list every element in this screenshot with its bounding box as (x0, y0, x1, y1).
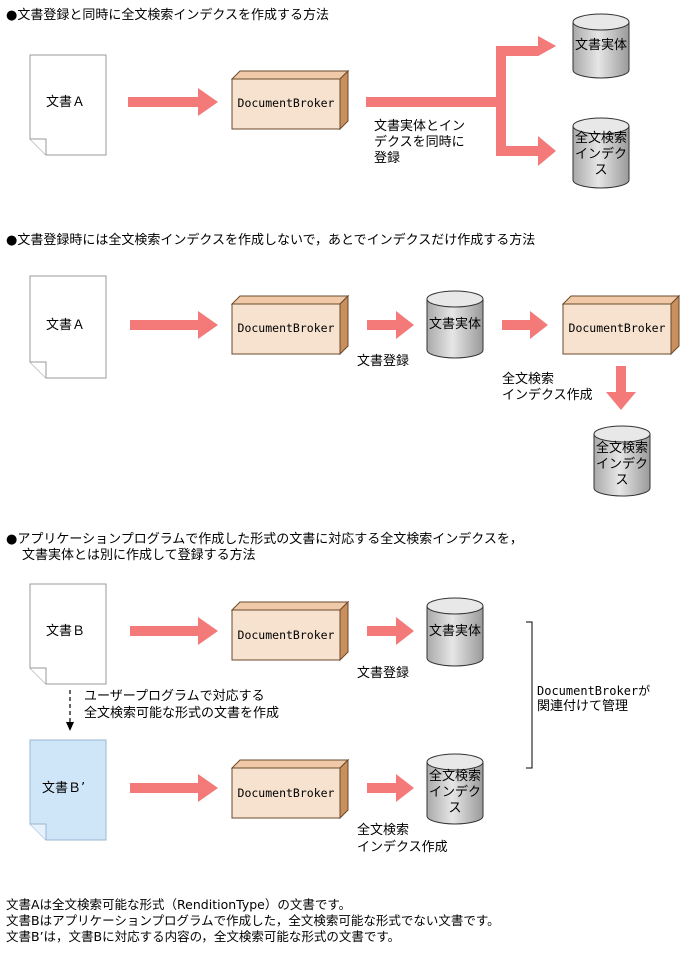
arrow-broker-to-db-3 (367, 617, 414, 645)
document-broker-box-2 (230, 294, 350, 356)
register-note-line3: 登録 (374, 151, 401, 166)
footnote-line3: 文書B’は，文書Bに対応する内容の，全文検索可能な形式の文書です。 (6, 929, 401, 944)
document-broker-label: DocumentBroker (237, 96, 335, 110)
db-index-label-2-line2: インデク (595, 457, 648, 472)
document-broker-label-5: DocumentBroker (237, 786, 335, 800)
register-note-line1: 文書実体とイン (374, 119, 466, 134)
branch-arrow (366, 36, 556, 166)
document-broker-box (230, 69, 350, 131)
db-entity-cylinder (572, 13, 630, 79)
db-index-cylinder-2 (593, 425, 651, 497)
document-a-icon (29, 54, 107, 156)
arrow-broker-to-db-2 (367, 311, 414, 339)
section3-heading-line1: ●アプリケーションプログラムで作成した形式の文書に対応する全文検索インデクスを， (6, 532, 523, 547)
document-broker-box-3 (561, 294, 681, 356)
db-index-label-line3: ス (594, 163, 608, 178)
db-index-cylinder (572, 117, 630, 189)
arrow-docb-to-broker (130, 617, 218, 645)
arrow-doc-to-broker (128, 88, 218, 116)
dashed-arrow-docb-to-docb2 (66, 690, 74, 731)
document-broker-label-4: DocumentBroker (237, 628, 335, 642)
db-index-label-3-line1: 全文検索 (428, 769, 481, 784)
db-index-label-3-line2: インデク (428, 785, 481, 800)
document-broker-label-2: DocumentBroker (237, 321, 335, 335)
register-label-3: 文書登録 (357, 666, 410, 681)
user-program-note-line1: ユーザープログラムで対応する (84, 689, 265, 704)
footnotes: 文書Aは全文検索可能な形式（RenditionType）の文書です。 文書Bはア… (6, 897, 500, 945)
arrow-docb2-to-broker (130, 774, 218, 802)
section2-heading: ●文書登録時には全文検索インデクスを作成しないで，あとでインデクスだけ作成する方… (6, 233, 536, 248)
create-note-line1: 全文検索 (502, 372, 555, 387)
bracket-note-line1: DocumentBrokerが (537, 684, 651, 698)
footnote-line2: 文書Bはアプリケーションプログラムで作成した，全文検索可能な形式でない文書です。 (6, 913, 500, 928)
document-a-icon-2 (29, 275, 107, 379)
document-broker-box-4 (230, 600, 350, 662)
db-index-label-2-line1: 全文検索 (595, 441, 648, 456)
bracket (526, 621, 533, 769)
arrow-broker-down-2 (606, 366, 636, 410)
db-index-label-line1: 全文検索 (574, 131, 627, 146)
db-index-label-2-line3: ス (615, 473, 629, 488)
create-note-line2: インデクス作成 (502, 388, 593, 403)
db-entity-cylinder-3 (426, 597, 484, 667)
create-note-3-line2: インデクス作成 (357, 840, 448, 855)
db-entity-label: 文書実体 (574, 38, 627, 53)
arrow-doc-to-broker-2 (130, 311, 218, 339)
document-broker-label-3: DocumentBroker (568, 321, 666, 335)
section1-heading: ●文書登録と同時に全文検索インデクスを作成する方法 (6, 8, 329, 23)
arrow-broker-to-db-4 (367, 774, 414, 802)
register-note-line2: デクスを同時に (374, 135, 465, 150)
document-b-prime-label: 文書Ｂ’ (42, 781, 86, 796)
db-entity-label-3: 文書実体 (428, 624, 481, 639)
section3-heading-line2: 文書実体とは別に作成して登録する方法 (22, 548, 256, 563)
db-entity-cylinder-2 (426, 290, 484, 359)
document-a-label-2: 文書Ａ (46, 318, 86, 333)
user-program-note-line2: 全文検索可能な形式の文書を作成 (84, 706, 280, 721)
document-b-prime-icon (29, 739, 107, 841)
bracket-note-line2: 関連付けて管理 (537, 699, 629, 714)
db-index-cylinder-3 (426, 753, 484, 825)
document-b-label: 文書Ｂ (46, 624, 86, 639)
create-note-3-line1: 全文検索 (357, 823, 410, 838)
document-broker-box-5 (230, 758, 350, 820)
db-entity-label-2: 文書実体 (428, 317, 481, 332)
document-b-icon (29, 583, 107, 685)
footnote-line1: 文書Aは全文検索可能な形式（RenditionType）の文書です。 (6, 897, 352, 912)
db-index-label-3-line3: ス (448, 801, 462, 816)
register-label-2: 文書登録 (357, 354, 410, 369)
document-a-label: 文書Ａ (46, 95, 86, 110)
arrow-db-to-broker-2 (502, 311, 548, 339)
db-index-label-line2: インデク (574, 147, 627, 162)
